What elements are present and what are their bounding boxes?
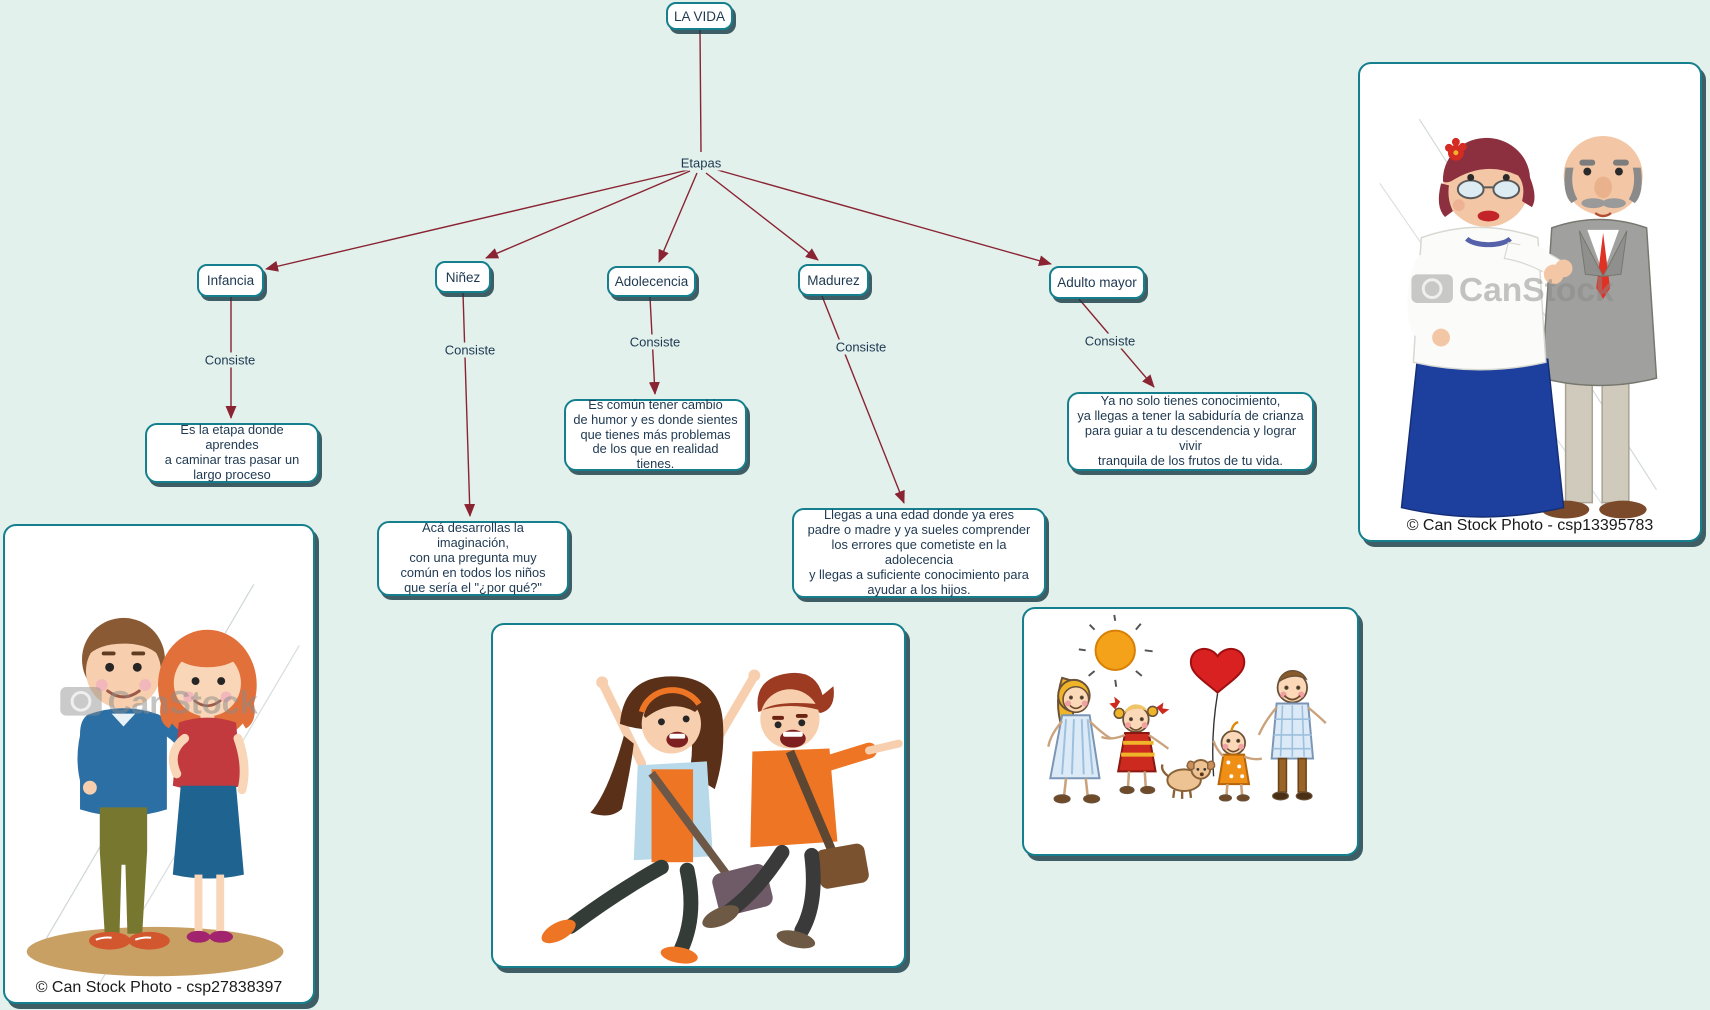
elderly-couple-illustration: CanStock	[1379, 118, 1658, 519]
link-label-consiste-adolecencia: Consiste	[626, 334, 684, 350]
heart-balloon	[1190, 647, 1246, 694]
image-caption-elderly: © Can Stock Photo - csp13395783	[1406, 517, 1654, 534]
image-family-drawing	[1022, 607, 1359, 856]
link-label-consiste-infancia: Consiste	[201, 352, 259, 368]
link-label-consiste-ninez: Consiste	[441, 342, 499, 358]
node-infancia-description: Es la etapa donde aprendes a caminar tra…	[145, 422, 319, 483]
canstock-watermark-text: CanStock	[108, 685, 259, 721]
node-la-vida: LA VIDA	[666, 2, 733, 30]
node-ninez: Niñez	[435, 261, 491, 293]
link-label-consiste-adulto-mayor: Consiste	[1081, 333, 1139, 349]
canstock-camera-icon	[1411, 274, 1453, 303]
image-elderly-couple: CanStock © Can Stock Photo - csp13395783	[1358, 62, 1702, 542]
node-madurez: Madurez	[798, 264, 869, 296]
image-teenagers	[491, 623, 906, 968]
connector-lavida-etapas	[699, 29, 702, 153]
node-infancia: Infancia	[197, 264, 264, 297]
baby-doodle	[1212, 720, 1263, 802]
connector-madurez-desc	[821, 295, 905, 504]
node-adolecencia: Adolecencia	[607, 266, 696, 297]
young-couple-illustration: CanStock	[26, 584, 300, 984]
node-adulto-mayor: Adulto mayor	[1049, 266, 1145, 299]
connector-etapas-adolecencia	[658, 172, 698, 263]
link-label-consiste-madurez: Consiste	[832, 339, 890, 355]
mom-doodle	[1047, 676, 1112, 804]
girl-doodle	[1101, 696, 1170, 795]
connector-ninez-desc	[462, 292, 476, 517]
family-doodle-illustration	[1047, 614, 1327, 804]
connector-etapas-ninez	[485, 170, 691, 259]
node-ninez-description: Acá desarrollas la imaginación, con una …	[377, 520, 569, 596]
canstock-watermark: CanStock	[1411, 272, 1614, 309]
teenagers-jumping-illustration	[541, 669, 903, 964]
node-adulto-mayor-description: Ya no solo tienes conocimiento, ya llega…	[1067, 392, 1314, 471]
connector-etapas-madurez	[705, 172, 819, 261]
dad-doodle	[1257, 670, 1327, 801]
canstock-watermark-text: CanStock	[1459, 272, 1614, 309]
connector-etapas-infancia	[265, 169, 689, 272]
image-caption-couple: © Can Stock Photo - csp27838397	[35, 979, 283, 996]
node-adolecencia-description: Es común tener cambio de humor y es dond…	[564, 397, 747, 471]
node-madurez-description: Llegas a una edad donde ya eres padre o …	[792, 507, 1046, 598]
dog-doodle	[1160, 759, 1216, 799]
link-label-etapas: Etapas	[677, 155, 725, 171]
canstock-watermark: CanStock	[60, 685, 259, 721]
connector-etapas-adulto-mayor	[713, 168, 1052, 267]
sun-doodle	[1094, 629, 1136, 671]
image-young-couple: CanStock © Can Stock Photo - csp27838397	[3, 524, 315, 1004]
canstock-camera-icon	[60, 687, 102, 716]
